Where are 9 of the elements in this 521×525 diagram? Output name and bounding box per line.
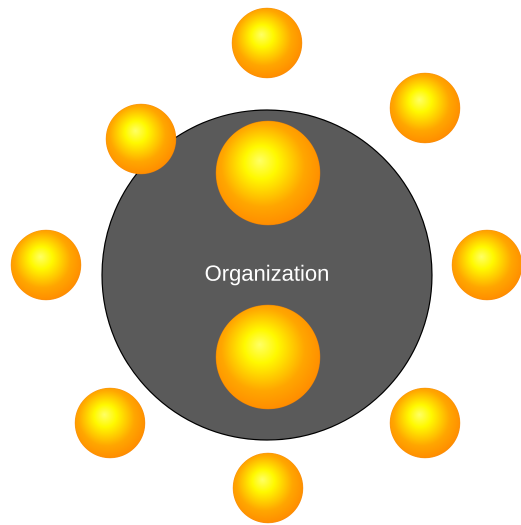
sphere: [232, 452, 304, 524]
sphere: [232, 8, 302, 78]
sphere: [216, 120, 320, 226]
sphere: [390, 388, 460, 458]
sphere: [10, 230, 82, 300]
sphere: [390, 72, 460, 144]
sphere: [106, 104, 176, 174]
sphere: [216, 304, 320, 410]
sphere: [74, 388, 146, 458]
